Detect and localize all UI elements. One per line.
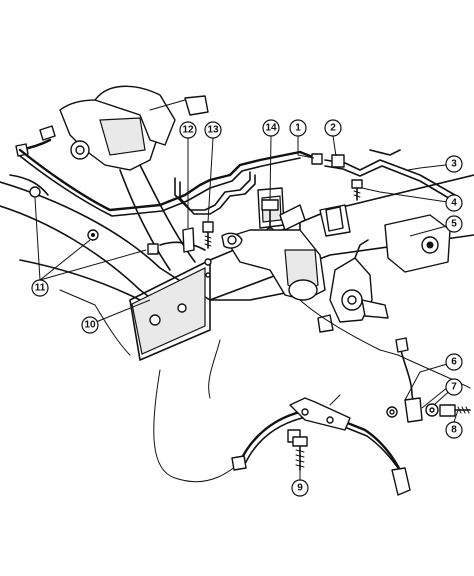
callout-1: 1 [289, 119, 307, 137]
callout-label: 10 [84, 320, 96, 331]
callout-10: 10 [81, 316, 99, 334]
brake-line-fittings-left [9, 125, 56, 196]
callout-8: 8 [445, 421, 463, 439]
callout-label: 2 [330, 123, 336, 134]
frame-bracket-right [319, 204, 451, 273]
callout-5: 5 [445, 215, 463, 233]
steering-knuckle [317, 239, 389, 333]
fitting-1 [311, 153, 323, 165]
callout-7: 7 [445, 378, 463, 396]
callout-label: 7 [451, 382, 457, 393]
brake-line-tubes [18, 148, 456, 251]
callout-3: 3 [445, 155, 463, 173]
callout-label: 6 [451, 357, 457, 368]
callout-label: 1 [295, 123, 301, 134]
callout-11: 11 [31, 279, 49, 297]
junction-block [257, 187, 306, 237]
callout-9: 9 [291, 479, 309, 497]
brake-caliper-assembly [59, 85, 209, 271]
callout-label: 14 [265, 123, 277, 134]
callout-2: 2 [324, 119, 342, 137]
bolt-12 [182, 227, 195, 253]
callout-label: 13 [207, 125, 219, 136]
leader-lines [34, 135, 459, 480]
parking-brake-cable [153, 299, 471, 483]
bolt-13 [202, 221, 214, 278]
callout-6: 6 [445, 353, 463, 371]
callout-4: 4 [445, 194, 463, 212]
fitting-11-clips [29, 186, 159, 255]
bolt-4 [351, 179, 363, 201]
callout-label: 11 [35, 283, 46, 294]
callout-label: 3 [451, 159, 457, 170]
hose-bracket-6-7-8 [386, 337, 471, 423]
lower-control-arm [221, 229, 326, 301]
rear-brake-hose-assembly [231, 394, 411, 496]
fitting-2 [331, 154, 345, 168]
callout-12: 12 [179, 121, 197, 139]
callout-label: 4 [451, 198, 457, 209]
bolt-9 [292, 436, 308, 471]
callout-13: 13 [204, 121, 222, 139]
callout-14: 14 [262, 119, 280, 137]
callout-label: 12 [182, 125, 194, 136]
callout-label: 9 [297, 483, 303, 494]
callout-label: 8 [451, 425, 457, 436]
callout-label: 5 [451, 219, 457, 230]
bolt-14 [261, 199, 279, 227]
